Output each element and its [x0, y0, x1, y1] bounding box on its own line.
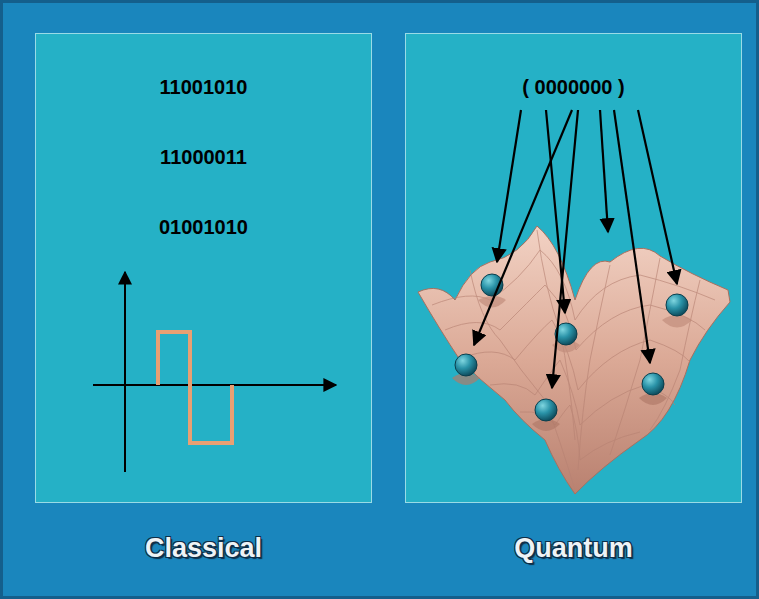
- panel-fill: [405, 33, 742, 503]
- panel-box: 110010101100001101001010Classical: [35, 33, 372, 503]
- bit-string: 11000011: [36, 146, 371, 169]
- panel-fill: [35, 33, 372, 503]
- particles: [455, 274, 688, 421]
- panel-box: ( 0000000 )Quantum: [405, 33, 742, 503]
- panel-heading: Quantum: [406, 533, 741, 564]
- energy-landscape: [418, 226, 730, 494]
- bit-string: 11001010: [36, 76, 371, 99]
- signal-plot: [93, 272, 336, 472]
- bit-string: ( 0000000 ): [406, 76, 741, 99]
- bit-string: 01001010: [36, 216, 371, 239]
- state-arrows: [474, 110, 677, 388]
- panel-heading: Classical: [36, 533, 371, 564]
